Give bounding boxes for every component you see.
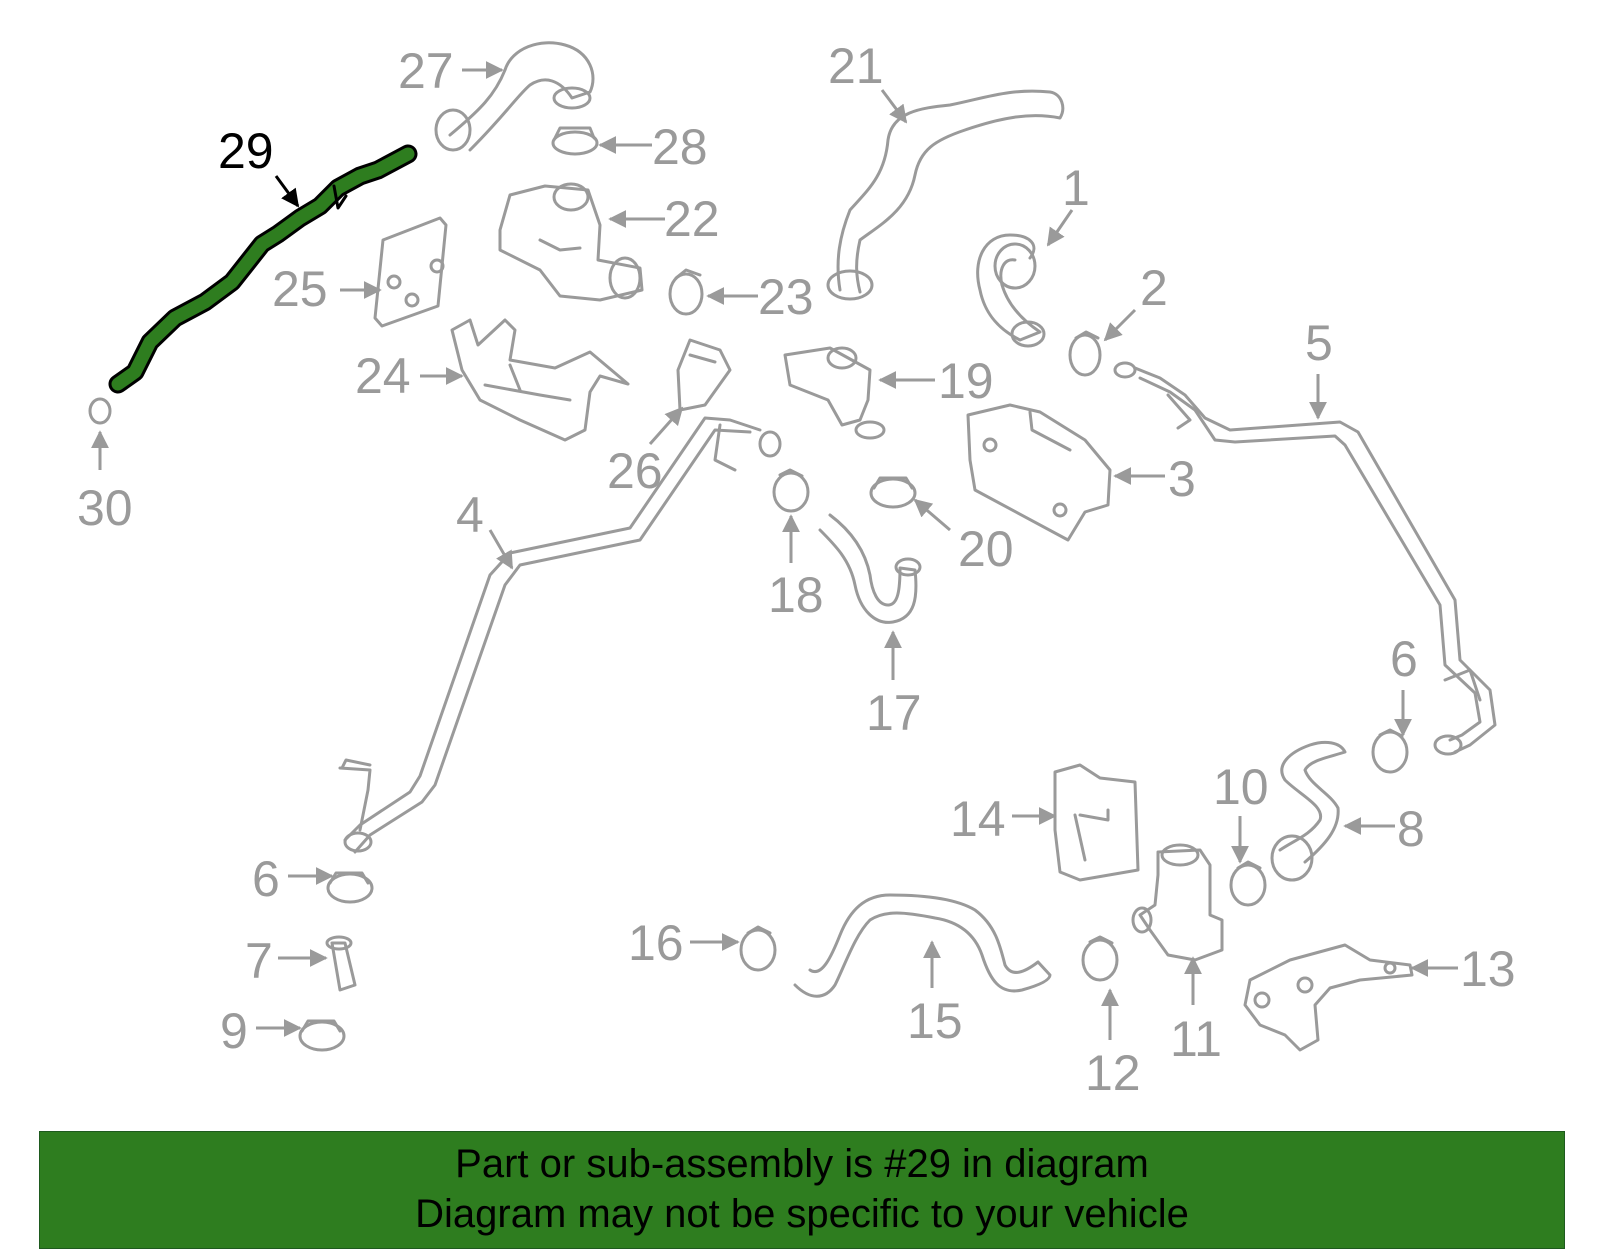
callout-27[interactable]: 27 [398,43,454,99]
callout-30[interactable]: 30 [77,480,133,536]
part-28-clamp[interactable] [551,126,599,156]
callout-20[interactable]: 20 [958,521,1014,577]
callout-22[interactable]: 22 [664,191,720,247]
callout-2[interactable]: 2 [1140,260,1168,316]
part-5-pipe[interactable] [1113,361,1497,756]
part-9-clamp[interactable] [298,1019,346,1052]
callout-10[interactable]: 10 [1213,759,1269,815]
part-22-reservoir[interactable] [498,182,644,302]
part-14-shield[interactable] [1053,763,1140,882]
callout-6-right[interactable]: 6 [1390,631,1418,687]
callout-11[interactable]: 11 [1170,1011,1222,1067]
part-7-sleeve[interactable] [325,935,357,992]
callout-1[interactable]: 1 [1062,160,1090,216]
callout-15[interactable]: 15 [907,993,963,1049]
callout-5[interactable]: 5 [1305,315,1333,371]
info-banner: Part or sub-assembly is #29 in diagram D… [39,1131,1565,1249]
leader-arrows [91,61,1458,1040]
part-29-hose-fill [111,147,415,391]
part-13-bracket[interactable] [1243,943,1414,1052]
leader-20 [913,498,951,532]
part-29-hose[interactable] [108,144,418,394]
part-15-hose[interactable] [793,893,1052,998]
part-27-hose[interactable] [434,41,595,152]
part-17-hose[interactable] [818,513,922,624]
part-4-pipe[interactable] [338,416,782,854]
callout-labels: 29 30 27 28 22 23 25 24 26 21 1 2 19 5 3… [77,38,1516,1101]
part-6-clamp-left[interactable] [326,871,374,904]
callout-14[interactable]: 14 [950,791,1006,847]
part-18-clamp[interactable] [772,468,810,513]
callout-3[interactable]: 3 [1168,451,1196,507]
callout-4[interactable]: 4 [456,487,484,543]
part-30-o-ring[interactable] [88,397,112,425]
callout-21[interactable]: 21 [828,38,884,94]
leader-29 [274,175,300,208]
callout-28[interactable]: 28 [652,119,708,175]
callout-7[interactable]: 7 [245,933,273,989]
callout-9[interactable]: 9 [220,1003,248,1059]
part-11-pump[interactable] [1131,843,1224,962]
callout-26[interactable]: 26 [607,443,663,499]
part-6-clamp-right[interactable] [1371,728,1409,774]
callout-19[interactable]: 19 [938,353,994,409]
callout-6-left[interactable]: 6 [252,851,280,907]
callout-17[interactable]: 17 [866,685,922,741]
part-19-valve[interactable] [783,346,886,440]
callout-16[interactable]: 16 [628,915,684,971]
parts-diagram: 29 30 27 28 22 23 25 24 26 21 1 2 19 5 3… [77,38,1516,1101]
part-26-cover[interactable] [676,338,732,412]
leader-1 [1046,209,1074,247]
part-2-clamp[interactable] [1068,330,1102,377]
part-1-hose[interactable] [976,233,1046,348]
banner-line-1: Part or sub-assembly is #29 in diagram [455,1142,1149,1186]
leader-4 [488,529,514,570]
callout-23[interactable]: 23 [758,269,814,325]
part-3-housing[interactable] [966,403,1112,542]
part-8-hose[interactable] [1270,740,1347,882]
part-21-hose[interactable] [826,89,1065,301]
banner-line-2: Diagram may not be specific to your vehi… [415,1192,1189,1236]
leader-2 [1103,308,1137,342]
callout-18[interactable]: 18 [768,567,824,623]
callout-8[interactable]: 8 [1397,801,1425,857]
part-20-clamp[interactable] [869,476,917,509]
part-12-clamp[interactable] [1081,935,1119,982]
leader-21 [880,89,908,124]
callout-24[interactable]: 24 [355,348,411,404]
callout-13[interactable]: 13 [1460,941,1516,997]
leader-26 [648,406,684,445]
callout-12[interactable]: 12 [1085,1045,1141,1101]
part-23-clamp[interactable] [668,268,704,316]
callout-29[interactable]: 29 [218,123,274,179]
part-25-gasket[interactable] [373,216,448,328]
part-16-clamp[interactable] [739,925,777,972]
part-24-bracket[interactable] [450,318,630,442]
callout-25[interactable]: 25 [272,261,328,317]
part-10-clamp[interactable] [1229,860,1267,907]
